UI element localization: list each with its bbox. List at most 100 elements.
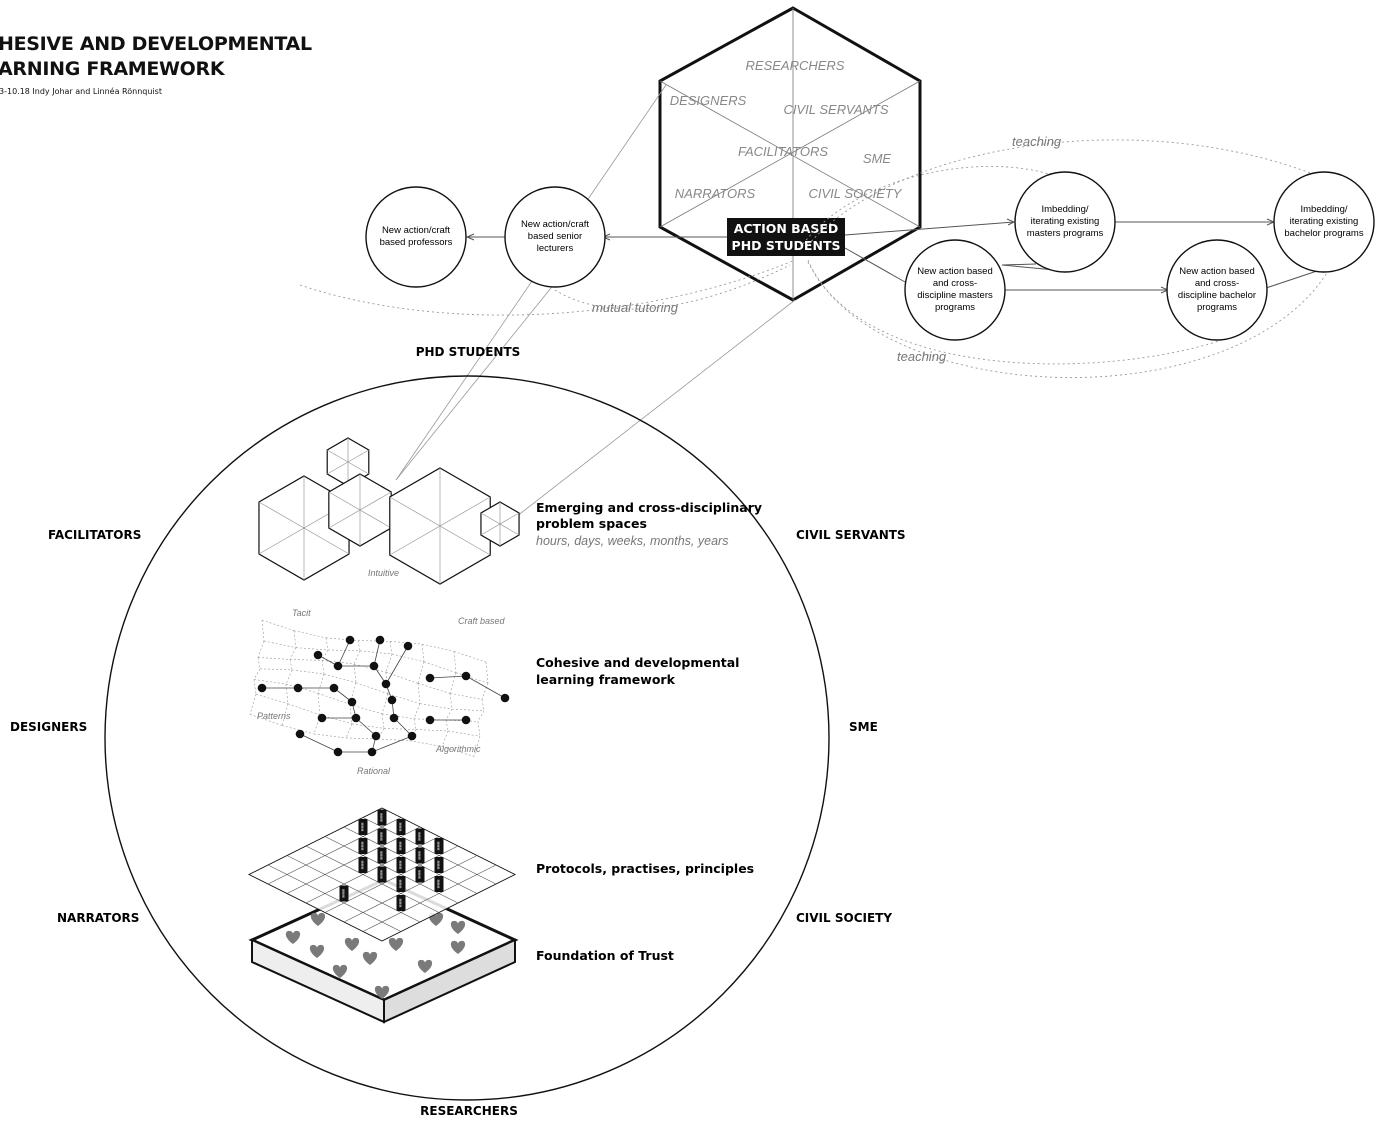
mesh-gridline <box>353 663 357 683</box>
protocol-tile-icon <box>396 838 406 854</box>
mesh-label-rational: Rational <box>357 766 391 776</box>
mesh-gridline <box>449 693 483 700</box>
mesh-node <box>381 679 391 689</box>
mesh-node <box>293 683 303 693</box>
protocol-tile-icon <box>358 838 368 854</box>
protocol-tile-icon <box>415 847 425 864</box>
circle-label-civil-society: CIVIL SOCIETY <box>796 911 892 925</box>
mesh-gridline <box>289 659 293 670</box>
protocols-grid: ≡≡≡≡≡≡≡≡≡≡≡≡≡≡≡≡≡≡≡≡≡≡≡≡≡≡≡≡≡≡≡≡≡≡≡≡≡≡≡≡… <box>247 807 517 942</box>
circle-label-phd-students: PHD STUDENTS <box>416 345 521 359</box>
heart-icon <box>417 959 433 973</box>
node-text-line: New action based <box>917 266 993 277</box>
mesh-gridline <box>325 637 329 651</box>
mesh-gridline <box>281 725 315 735</box>
protocol-tile-text: ≡≡≡ <box>378 851 384 860</box>
mesh-node <box>403 641 413 651</box>
mesh-node <box>333 661 343 671</box>
node-text-line: masters programs <box>1027 228 1104 239</box>
protocol-tile-icon <box>434 857 444 873</box>
flow-label-mutual-tutoring: mutual tutoring <box>592 300 679 315</box>
node-text-line: and cross- <box>933 278 977 289</box>
mesh-gridline <box>417 661 425 684</box>
mesh-gridline <box>261 619 265 642</box>
mesh-gridline <box>449 672 457 694</box>
protocol-tile-text: ≡≡≡ <box>359 823 365 832</box>
mesh-edge <box>355 717 377 737</box>
node-new-bachelor: New action based and cross- discipline b… <box>1166 239 1268 341</box>
protocol-tile-text: ≡≡≡ <box>378 832 384 841</box>
mesh-gridline <box>321 660 325 675</box>
problem-spaces-title-line-2: problem spaces <box>536 516 647 531</box>
link-phd-to-problem-space <box>511 299 796 521</box>
mesh-node <box>371 731 381 741</box>
mesh-gridline <box>357 640 391 642</box>
heart-icon <box>450 940 466 954</box>
mesh-gridline <box>415 729 449 732</box>
mesh-gridline <box>451 708 485 712</box>
circle-label-facilitators: FACILITATORS <box>48 528 141 542</box>
mesh-edge <box>385 645 409 685</box>
circle-label-narrators: NARRATORS <box>57 911 139 925</box>
mesh-gridline <box>449 693 453 710</box>
protocol-tile-icon <box>396 857 406 873</box>
node-text-line: Imbedding/ <box>1041 204 1088 215</box>
protocol-tile-text: ≡≡≡ <box>378 813 384 822</box>
heart-icon <box>374 985 390 999</box>
node-new-masters: New action based and cross- discipline m… <box>904 239 1006 341</box>
node-text-line: bachelor programs <box>1284 228 1363 239</box>
node-circle <box>365 186 467 288</box>
hex-role-civil-society: CIVIL SOCIETY <box>809 186 903 201</box>
arrowhead <box>465 233 475 241</box>
mesh-label-intuitive: Intuitive <box>368 568 399 578</box>
mesh-gridline <box>293 630 297 648</box>
arrow-phd-to-new-masters <box>844 247 906 283</box>
mesh-gridline <box>349 704 383 715</box>
mesh-gridline <box>481 682 489 700</box>
mesh-node <box>257 683 267 693</box>
mesh-node <box>425 673 435 683</box>
problem-spaces-subtitle: hours, days, weeks, months, years <box>536 534 728 548</box>
hexagon-spoke <box>659 80 921 228</box>
node-text-line: programs <box>935 302 975 313</box>
mesh-gridline <box>325 637 359 641</box>
mesh-edge <box>337 639 351 667</box>
mesh-gridline <box>477 721 481 737</box>
dashed-loop-teaching-bottom <box>807 259 1223 365</box>
node-text-line: New action based <box>1179 266 1255 277</box>
mesh-gridline <box>447 730 481 737</box>
mesh-label-craft: Craft based <box>458 616 506 626</box>
mesh-gridline <box>453 651 487 663</box>
mesh-gridline <box>353 650 361 665</box>
dashed-loop-mutual-tutoring <box>299 259 796 316</box>
mesh-edge <box>373 639 381 667</box>
mesh-node <box>313 650 323 660</box>
mesh-edge <box>299 733 339 753</box>
hex-role-civil-servants: CIVIL SERVANTS <box>783 102 888 117</box>
big-circle-outline <box>104 375 830 1101</box>
mesh-gridline <box>477 710 485 722</box>
mesh-node <box>367 747 377 757</box>
protocol-tile-icon <box>377 847 387 864</box>
arrowhead <box>1006 218 1016 226</box>
mesh-gridline <box>313 714 321 735</box>
grid-line <box>343 855 478 923</box>
mesh-gridline <box>253 679 257 695</box>
action-based-phd-label-line-2: PHD STUDENTS <box>732 238 841 253</box>
mesh-node <box>333 747 343 757</box>
mesh-node <box>425 715 435 725</box>
protocol-tile-text: ≡≡≡ <box>397 899 403 908</box>
mesh-gridline <box>441 730 449 747</box>
protocol-tile-icon <box>377 866 387 883</box>
mesh-gridline <box>259 668 293 671</box>
heart-icon <box>310 912 326 926</box>
mesh-gridline <box>253 679 287 685</box>
mesh-gridline <box>423 661 457 673</box>
mesh-gridline <box>419 703 453 710</box>
mesh-gridline <box>421 644 425 662</box>
mesh-node <box>389 713 399 723</box>
problem-space-hexagon-spoke <box>327 449 369 475</box>
heart-icon <box>285 930 301 944</box>
